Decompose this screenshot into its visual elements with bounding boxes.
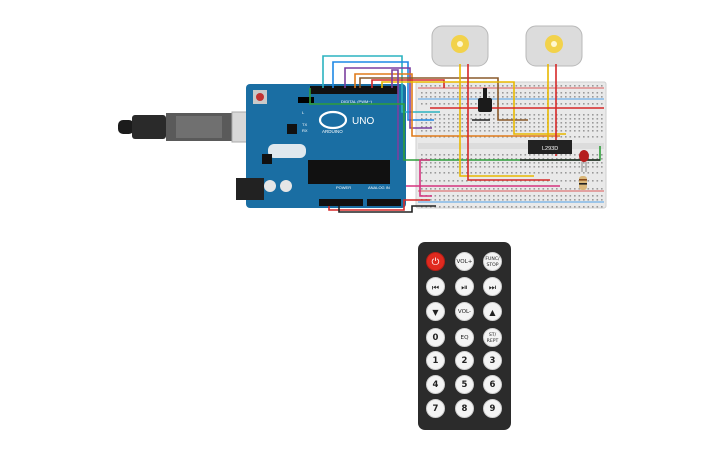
power-label: POWER <box>336 185 351 190</box>
down-button[interactable]: ▼ <box>426 302 445 321</box>
led-tx-label: TX <box>302 122 307 127</box>
next-button[interactable]: ⏭ <box>483 277 502 296</box>
digit-6-button[interactable]: 6 <box>483 375 502 394</box>
up-button[interactable]: ▲ <box>483 302 502 321</box>
digit-3-button[interactable]: 3 <box>483 351 502 370</box>
vol-down-button[interactable]: VOL- <box>455 302 474 321</box>
play-pause-button[interactable]: ⏯ <box>455 277 474 296</box>
digital-header[interactable] <box>310 86 398 94</box>
led-rx-label: RX <box>302 128 308 133</box>
dc-motor-right[interactable] <box>525 25 583 67</box>
digit-8-button[interactable]: 8 <box>455 399 474 418</box>
digit-9-button[interactable]: 9 <box>483 399 502 418</box>
atmega-chip <box>308 160 390 184</box>
digit-5-button[interactable]: 5 <box>455 375 474 394</box>
wires[interactable] <box>309 55 604 213</box>
st-rept-button[interactable]: ST/ REPT <box>483 328 502 347</box>
breadboard[interactable] <box>415 81 607 209</box>
reset-button[interactable] <box>256 93 264 101</box>
l293d-label: L293D <box>542 146 558 152</box>
analog-label: ANALOG IN <box>368 185 390 190</box>
digit-1-button[interactable]: 1 <box>426 351 445 370</box>
analog-header[interactable] <box>367 199 401 206</box>
resistor[interactable] <box>579 176 587 190</box>
power-button[interactable]: ⏻ <box>426 252 445 271</box>
func-stop-button[interactable]: FUNC/ STOP <box>483 252 502 271</box>
prev-button[interactable]: ⏮ <box>426 277 445 296</box>
digit-0-button[interactable]: 0 <box>426 328 445 347</box>
led-l-label: L <box>302 110 305 115</box>
red-led[interactable] <box>579 150 589 172</box>
l293d-chip[interactable]: L293D <box>528 140 572 154</box>
digit-2-button[interactable]: 2 <box>455 351 474 370</box>
ir-receiver[interactable] <box>478 88 492 112</box>
digit-7-button[interactable]: 7 <box>426 399 445 418</box>
power-header[interactable] <box>319 199 363 206</box>
arduino-logo <box>318 110 348 130</box>
digit-4-button[interactable]: 4 <box>426 375 445 394</box>
board-brand-label: ARDUINO <box>322 129 343 134</box>
digital-label: DIGITAL (PWM~) <box>341 99 373 104</box>
eq-button[interactable]: EQ <box>455 328 474 347</box>
arduino-uno-board[interactable]: UNO ARDUINO DIGITAL (PWM~) POWER ANALOG … <box>236 84 406 208</box>
vol-up-button[interactable]: VOL+ <box>455 252 474 271</box>
dc-motor-left[interactable] <box>431 25 489 67</box>
board-name-label: UNO <box>352 116 374 127</box>
usb-cable[interactable] <box>118 111 261 143</box>
